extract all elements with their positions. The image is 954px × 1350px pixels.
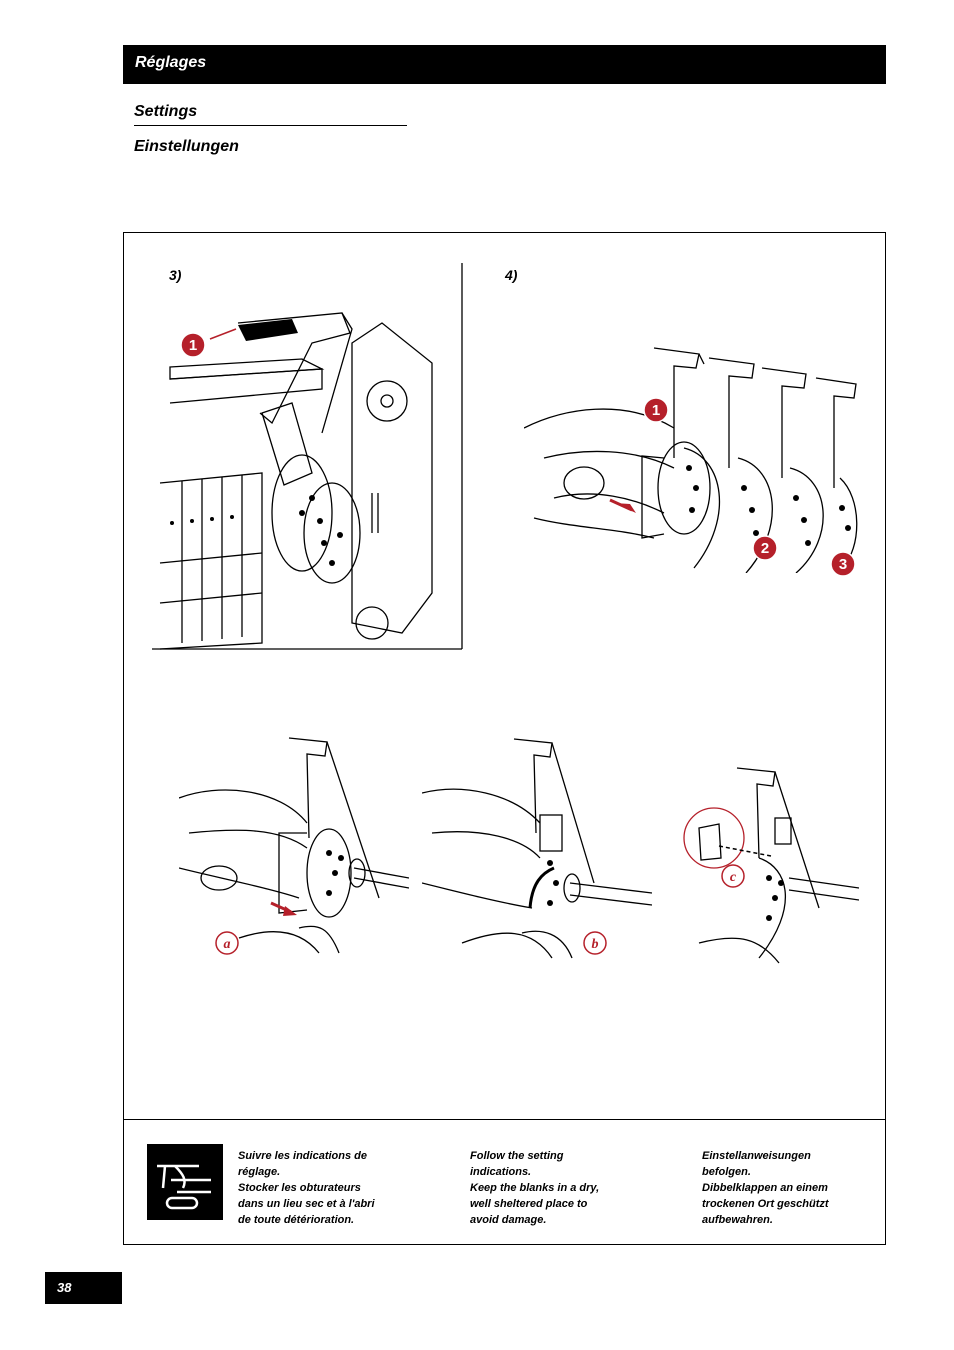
detail-b-illustration: [422, 738, 652, 959]
callout-badge-step3-1: 1: [180, 332, 206, 358]
callout-badge-b: b: [583, 931, 607, 955]
page-number: 38: [57, 1280, 72, 1295]
detail-a-illustration: [179, 737, 409, 954]
callout-badge-c: c: [721, 864, 745, 888]
step-4-illustration: [524, 347, 858, 573]
callout-badge-step4-3: 3: [830, 551, 856, 577]
subtitle-settings: Settings: [134, 103, 198, 120]
note-english: Follow the setting indications. Keep the…: [470, 1150, 600, 1226]
callout-badge-step4-2: 2: [752, 535, 778, 561]
callout-step3-1-label: 1: [189, 337, 197, 354]
callout-b-label: b: [592, 937, 599, 952]
step-3-label: 3): [169, 267, 182, 283]
subtitle-rule: [134, 125, 407, 126]
note-german: Einstellanweisungen befolgen. Dibbelklap…: [702, 1150, 829, 1226]
callout-badge-a: a: [215, 931, 239, 955]
instructions-icon: [147, 1144, 223, 1220]
detail-c-illustration: [683, 767, 859, 964]
callout-badge-step4-1: 1: [643, 397, 669, 423]
illustration-panel: 3): [123, 232, 886, 1245]
step-3-illustration: [152, 263, 463, 650]
callout-step4-3-label: 3: [839, 556, 847, 573]
callout-a-label: a: [224, 937, 231, 952]
page-number-box: 38: [45, 1272, 122, 1304]
section-title: Réglages: [135, 54, 207, 71]
callout-step4-1-label: 1: [652, 402, 660, 419]
callout-step4-2-label: 2: [761, 540, 769, 557]
note-divider: [124, 1119, 885, 1120]
note-french: Suivre les indications de réglage. Stock…: [238, 1150, 375, 1226]
callout-c-label: c: [730, 870, 737, 885]
subtitle-einstellungen: Einstellungen: [134, 138, 239, 155]
step-4-label: 4): [505, 267, 518, 283]
section-header-bar: Réglages: [123, 45, 886, 84]
